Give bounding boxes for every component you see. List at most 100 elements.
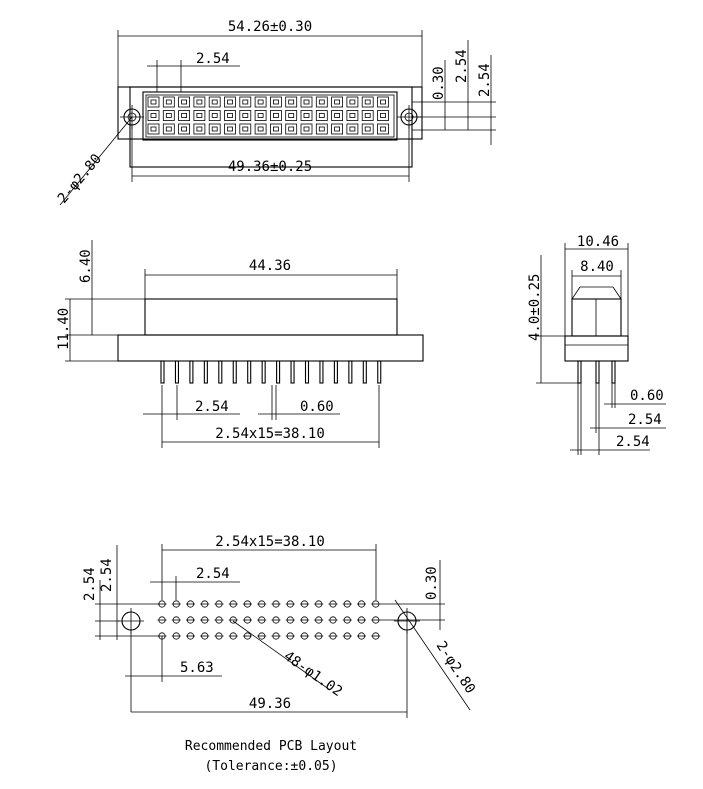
top-contact-cell [377,123,389,135]
top-contact-cell [178,96,191,108]
side-pin-width-label: 0.60 [300,399,334,415]
pcb-row-pitch-a-label: 2.54 [82,567,98,601]
side-pitch-label: 2.54 [195,399,229,415]
top-contact-cell [147,123,160,135]
end-pin [577,360,582,384]
end-flange [564,335,629,362]
top-contact-pin [349,126,356,132]
top-contact-pin [165,126,172,132]
top-contact-cell [361,96,374,108]
pcb-edge-offset-label: 5.63 [180,660,214,676]
top-contact-pin [211,99,218,105]
side-pin [333,360,338,384]
side-pin [247,360,252,384]
top-contact-cell [315,123,328,135]
top-contact-cell [269,110,282,121]
top-contact-cell [254,123,267,135]
top-contact-pin [364,99,371,105]
top-contact-cell [208,110,221,121]
top-contact-pin [227,113,233,118]
top-contact-cell [193,96,206,108]
top-contact-pin [227,126,233,132]
top-contact-cell [239,123,252,135]
top-contact-pin [242,99,249,105]
top-contact-pin [181,99,188,105]
top-contact-pin [257,99,264,105]
top-contact-cell [315,110,328,121]
end-width-outer-label: 10.46 [577,234,619,250]
side-pin [174,360,179,384]
top-contact-cell [178,123,191,135]
top-contact-cell [224,96,236,108]
side-pin-span-label: 2.54x15=38.10 [215,426,325,442]
side-pin [276,360,281,384]
end-pin [595,360,600,384]
end-pitch-a-label: 2.54 [628,412,662,428]
top-view: 54.26±0.30 2.54 49.36±0.25 0.30 2.54 2.5… [55,19,496,207]
end-pin-width-label: 0.60 [630,388,664,404]
top-contact-cell [300,123,313,135]
side-body-height-label: 6.40 [78,249,94,283]
pcb-row-pitch-b-label: 2.54 [99,558,115,592]
top-contact-pin [150,113,157,118]
top-offset-label: 0.30 [431,66,447,100]
top-contact-cell [361,123,374,135]
top-contact-pin [380,113,386,118]
side-pin [362,360,367,384]
top-contact-pin [196,99,203,105]
top-contact-cell [377,110,389,121]
side-pin [261,360,266,384]
top-contact-pin [334,126,341,132]
top-contact-cell [315,96,328,108]
top-contact-pin [242,126,249,132]
pcb-hole-grid [157,600,381,640]
side-body [144,298,398,336]
top-contact-cell [361,110,374,121]
top-contact-pin [288,113,295,118]
pcb-offset-label: 0.30 [424,566,440,600]
top-contact-pin [257,113,264,118]
top-contact-pin [165,99,172,105]
top-contact-cell [239,96,252,108]
top-contact-pin [364,126,371,132]
top-contact-cell [162,96,175,108]
top-contact-cell [331,96,344,108]
top-contact-pin [272,99,279,105]
top-pitch-label: 2.54 [196,51,230,67]
top-body [142,91,398,141]
top-contact-cell [377,96,389,108]
top-contact-cell [193,123,206,135]
top-contact-cell [269,123,282,135]
top-contact-cell [285,96,298,108]
top-contact-pin [364,113,371,118]
top-hole-span-label: 49.36±0.25 [228,159,312,175]
top-contact-pin [288,99,295,105]
side-pin [232,360,237,384]
top-contact-cell [147,110,160,121]
top-contact-cell [300,110,313,121]
top-contact-cell [300,96,313,108]
top-contact-pin [242,113,249,118]
side-pin [160,360,165,384]
top-mount-holes-label: 2-φ2.80 [55,151,105,206]
end-height-label: 4.0±0.25 [527,274,543,341]
side-pin [218,360,223,384]
top-contact-cell [254,110,267,121]
pcb-caption-title: Recommended PCB Layout [185,739,357,754]
side-pin [377,360,382,384]
top-base [129,86,413,168]
top-contact-pin [211,126,218,132]
top-contact-pin [318,113,325,118]
top-contact-pin [303,99,310,105]
top-overall-width-label: 54.26±0.30 [228,19,312,35]
side-total-height-label: 11.40 [56,308,72,350]
top-row-pitch-a-label: 2.54 [454,49,470,83]
side-pin [290,360,295,384]
top-contact-pin [196,126,203,132]
top-contact-pin [349,99,356,105]
end-pin [611,360,616,384]
top-contact-pin [318,99,325,105]
top-contact-pin [181,113,188,118]
top-contact-cell [285,110,298,121]
